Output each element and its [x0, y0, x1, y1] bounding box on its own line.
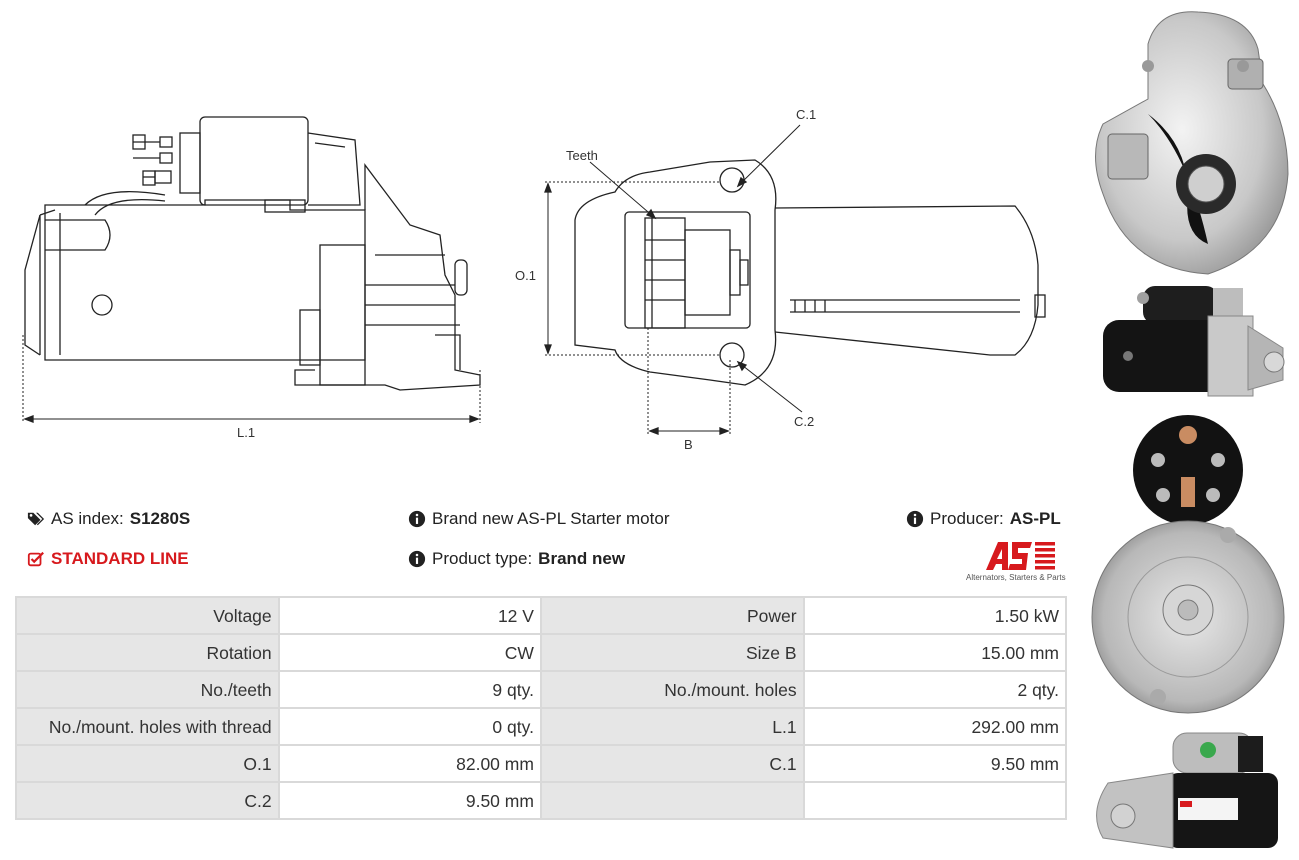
spec-label: No./teeth: [17, 672, 278, 707]
product-photo-drive-end: [1095, 11, 1289, 275]
spec-value: 12 V: [279, 598, 540, 633]
as-logo-mark: [986, 542, 1055, 570]
as-index-value: S1280S: [129, 509, 191, 528]
spec-label: No./mount. holes with thread: [17, 709, 278, 744]
product-photo-side: [1103, 286, 1285, 397]
spec-value: [804, 783, 1065, 818]
spec-value: 15.00 mm: [804, 635, 1065, 670]
teeth-label: Teeth: [566, 148, 598, 163]
producer-label: Producer:: [930, 509, 1004, 528]
as-index-label: AS index:: [51, 509, 124, 528]
table-row: No./mount. holes with thread 0 qty. L.1 …: [17, 709, 1065, 744]
product-type-label: Product type:: [432, 549, 533, 568]
side-view-drawing: L.1: [22, 116, 481, 440]
spec-value: 9.50 mm: [804, 746, 1065, 781]
product-photo-label-side: [1096, 732, 1278, 849]
spec-value: 9.50 mm: [279, 783, 540, 818]
o1-dimension-label: O.1: [515, 268, 536, 283]
spec-value: 1.50 kW: [804, 598, 1065, 633]
spec-label: C.1: [541, 746, 803, 781]
producer-value: AS-PL: [1009, 509, 1061, 528]
b-dimension-label: B: [684, 437, 693, 452]
product-type-value: Brand new: [538, 549, 626, 568]
spec-label: L.1: [541, 709, 803, 744]
spec-value: CW: [279, 635, 540, 670]
spec-label: Power: [541, 598, 803, 633]
spec-label: [541, 783, 803, 818]
as-index-row: AS index: S1280S: [27, 509, 190, 529]
check-square-icon: [27, 551, 44, 567]
spec-value: 9 qty.: [279, 672, 540, 707]
logo-tagline: Alternators, Starters & Parts: [966, 573, 1066, 582]
product-type-row: Product type: Brand new: [408, 549, 625, 569]
spec-label: C.2: [17, 783, 278, 818]
as-pl-logo: Alternators, Starters & Parts: [962, 540, 1068, 584]
l1-dimension-label: L.1: [237, 425, 255, 440]
description-text: Brand new AS-PL Starter motor: [432, 509, 670, 528]
info-icon: [408, 550, 426, 568]
table-row: C.2 9.50 mm: [17, 783, 1065, 818]
standard-line-label: STANDARD LINE: [51, 549, 189, 568]
front-view-drawing: O.1 B C.1 C.2 Teeth: [515, 107, 1046, 452]
spec-value: 2 qty.: [804, 672, 1065, 707]
table-row: No./teeth 9 qty. No./mount. holes 2 qty.: [17, 672, 1065, 707]
producer-row: Producer: AS-PL: [906, 509, 1061, 529]
table-row: Rotation CW Size B 15.00 mm: [17, 635, 1065, 670]
spec-label: O.1: [17, 746, 278, 781]
c2-label: C.2: [794, 414, 814, 429]
spec-label: Rotation: [17, 635, 278, 670]
info-icon: [906, 510, 924, 528]
specs-table: Voltage 12 V Power 1.50 kW Rotation CW S…: [15, 596, 1067, 820]
product-photo-rear: [1091, 415, 1285, 714]
table-row: Voltage 12 V Power 1.50 kW: [17, 598, 1065, 633]
c1-label: C.1: [796, 107, 816, 122]
spec-value: 0 qty.: [279, 709, 540, 744]
tag-icon: [27, 512, 45, 526]
spec-label: Voltage: [17, 598, 278, 633]
standard-line-row: STANDARD LINE: [27, 549, 189, 569]
spec-label: No./mount. holes: [541, 672, 803, 707]
description-row: Brand new AS-PL Starter motor: [408, 509, 669, 529]
spec-value: 292.00 mm: [804, 709, 1065, 744]
info-icon: [408, 510, 426, 528]
table-row: O.1 82.00 mm C.1 9.50 mm: [17, 746, 1065, 781]
spec-label: Size B: [541, 635, 803, 670]
spec-value: 82.00 mm: [279, 746, 540, 781]
